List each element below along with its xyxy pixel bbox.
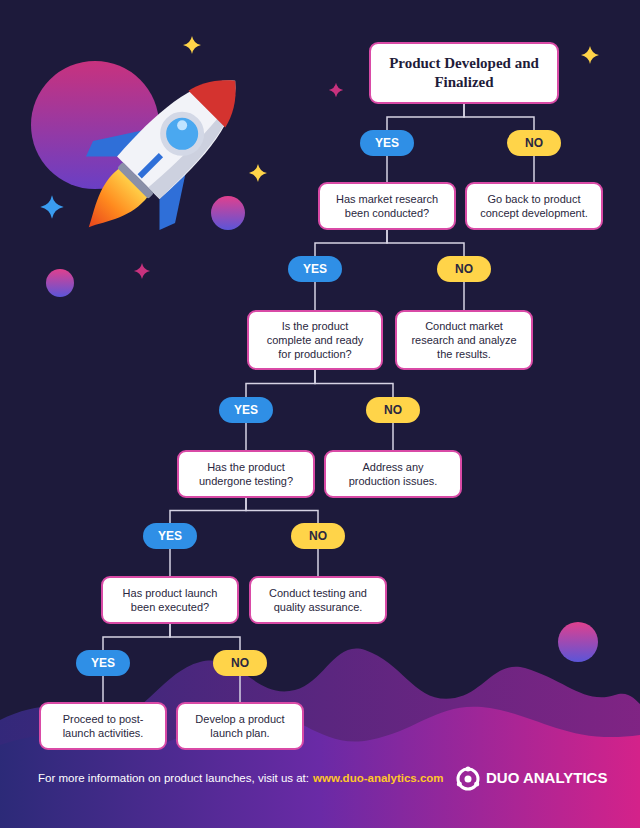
node-text: Conduct testing and quality assurance. [261, 586, 375, 615]
connector [392, 423, 394, 450]
rocket [48, 40, 276, 268]
brand-logo [457, 767, 479, 790]
connector [314, 282, 316, 310]
yes-pill: YES [288, 256, 342, 282]
connector [387, 104, 464, 130]
connector [317, 549, 319, 576]
sparkle [134, 263, 150, 279]
footer-text: For more information on product launches… [38, 772, 309, 784]
sparkle [329, 83, 343, 97]
node-text: Conduct market research and analyze the … [407, 319, 521, 362]
node-text: NO [384, 403, 402, 417]
yes-pill: YES [143, 523, 197, 549]
yes-pill: YES [360, 130, 414, 156]
node-text: NO [231, 656, 249, 670]
connector [102, 676, 104, 702]
process-box: Has market research been conducted? [318, 182, 456, 230]
connector [245, 423, 247, 450]
connector [533, 156, 535, 182]
planet [211, 196, 245, 230]
website-link: www.duo-analytics.com [313, 772, 444, 784]
connector [246, 498, 318, 523]
connector [463, 282, 465, 310]
yes-pill: YES [219, 397, 273, 423]
node-text: Has the product undergone testing? [189, 460, 303, 489]
process-box: Address any production issues. [324, 450, 462, 498]
sparkle [40, 195, 63, 218]
no-pill: NO [213, 650, 267, 676]
process-box: Conduct testing and quality assurance. [249, 576, 387, 624]
node-text: Has product launch been executed? [113, 586, 227, 615]
connector [315, 370, 393, 397]
process-box: Conduct market research and analyze the … [395, 310, 533, 370]
connector [464, 104, 534, 130]
sparkle [581, 46, 599, 64]
connector [387, 230, 464, 256]
connector [315, 230, 387, 256]
connector [170, 498, 246, 523]
no-pill: NO [291, 523, 345, 549]
connector [170, 624, 240, 650]
no-pill: NO [507, 130, 561, 156]
node-text: Proceed to post-launch activities. [51, 712, 155, 741]
node-text: YES [234, 403, 258, 417]
brand-name: DUO ANALYTICS [486, 769, 607, 786]
process-box: Develop a product launch plan. [176, 702, 304, 750]
node-text: Is the product complete and ready for pr… [259, 319, 371, 362]
start-box: Product Developed and Finalized [369, 42, 559, 104]
sparkle [249, 164, 267, 182]
node-text: YES [375, 136, 399, 150]
process-box: Go back to product concept development. [465, 182, 603, 230]
no-pill: NO [366, 397, 420, 423]
process-box: Proceed to post-launch activities. [39, 702, 167, 750]
process-box: Has the product undergone testing? [177, 450, 315, 498]
process-box: Is the product complete and ready for pr… [247, 310, 383, 370]
node-text: NO [309, 529, 327, 543]
no-pill: NO [437, 256, 491, 282]
node-text: Develop a product launch plan. [188, 712, 292, 741]
planet [558, 622, 598, 662]
node-text: YES [91, 656, 115, 670]
mountain-band [0, 648, 640, 828]
connector [169, 549, 171, 576]
connector [246, 370, 315, 397]
footer-note: For more information on product launches… [38, 772, 444, 784]
node-text: YES [303, 262, 327, 276]
yes-pill: YES [76, 650, 130, 676]
node-text: NO [455, 262, 473, 276]
node-text: Go back to product concept development. [477, 192, 591, 221]
node-text: YES [158, 529, 182, 543]
connector [386, 156, 388, 182]
node-text: Product Developed and Finalized [383, 54, 545, 93]
node-text: NO [525, 136, 543, 150]
sparkle [183, 36, 201, 54]
node-text: Address any production issues. [336, 460, 450, 489]
connector [103, 624, 170, 650]
connector [239, 676, 241, 702]
process-box: Has product launch been executed? [101, 576, 239, 624]
planet [46, 269, 74, 297]
node-text: Has market research been conducted? [330, 192, 444, 221]
